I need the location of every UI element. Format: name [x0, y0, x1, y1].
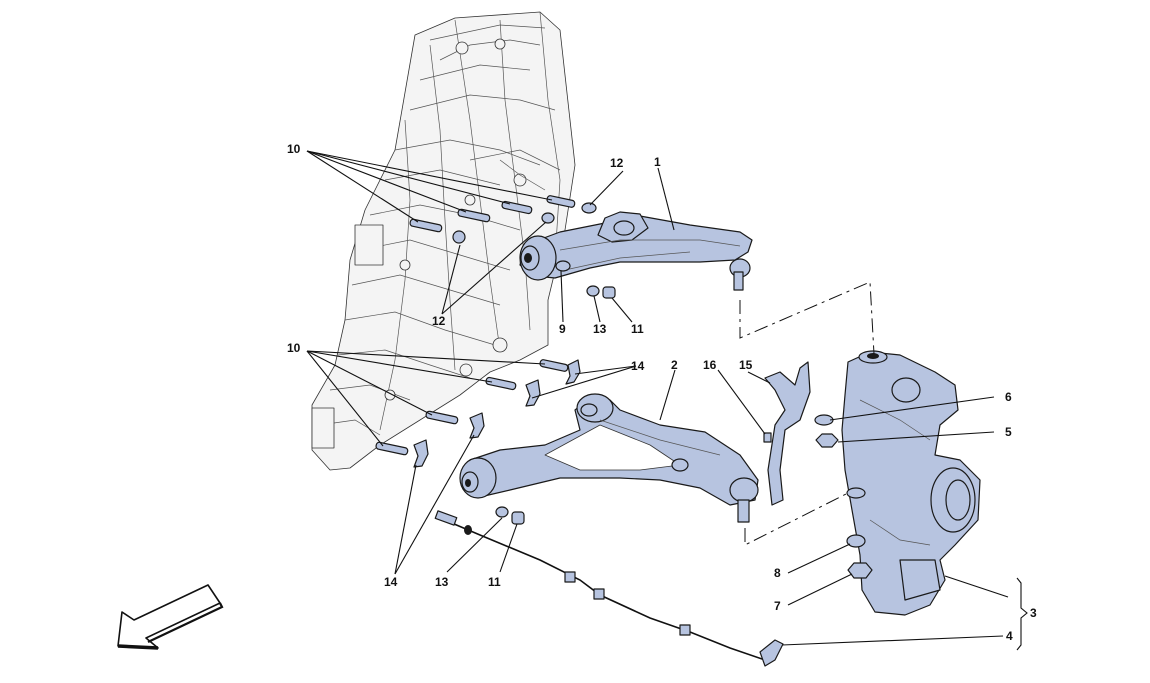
- hub-carrier-upright: [841, 350, 981, 616]
- callout-13-lower: 13: [435, 575, 449, 589]
- sensor-bracket: [764, 361, 811, 506]
- shim-clips: [413, 359, 581, 468]
- washers-and-nuts: [452, 202, 873, 579]
- callout-6: 6: [1005, 390, 1012, 404]
- callout-14-lower: 14: [384, 575, 398, 589]
- leader-lines: [306, 150, 1028, 651]
- chassis-frame: [311, 11, 576, 471]
- callout-9: 9: [559, 322, 566, 336]
- callout-8: 8: [774, 566, 781, 580]
- callout-3: 3: [1030, 606, 1037, 620]
- callout-labels: 1 2 3 4 5 6 7 8 9 10 10 11 11 12 12 13 1…: [287, 142, 1037, 643]
- callout-10-upper: 10: [287, 142, 301, 156]
- callout-12-top: 12: [610, 156, 624, 170]
- callout-5: 5: [1005, 425, 1012, 439]
- callout-15: 15: [739, 358, 753, 372]
- sensor-cable: [434, 510, 784, 667]
- front-direction-arrow-icon: [117, 584, 224, 650]
- callout-2: 2: [671, 358, 678, 372]
- bolts-lower: [375, 359, 569, 456]
- upper-control-arm: [519, 211, 753, 291]
- callout-12-middle: 12: [432, 314, 446, 328]
- lower-control-arm: [459, 393, 759, 523]
- callout-10-lower: 10: [287, 341, 301, 355]
- callout-4: 4: [1006, 629, 1013, 643]
- callout-11-lower: 11: [488, 575, 501, 589]
- callout-13-upper: 13: [593, 322, 607, 336]
- callout-16: 16: [703, 358, 717, 372]
- callout-1: 1: [654, 155, 661, 169]
- callout-7: 7: [774, 599, 781, 613]
- assembly-centerlines: [739, 281, 875, 546]
- callout-14-upper: 14: [631, 359, 645, 373]
- callout-11-upper: 11: [631, 322, 644, 336]
